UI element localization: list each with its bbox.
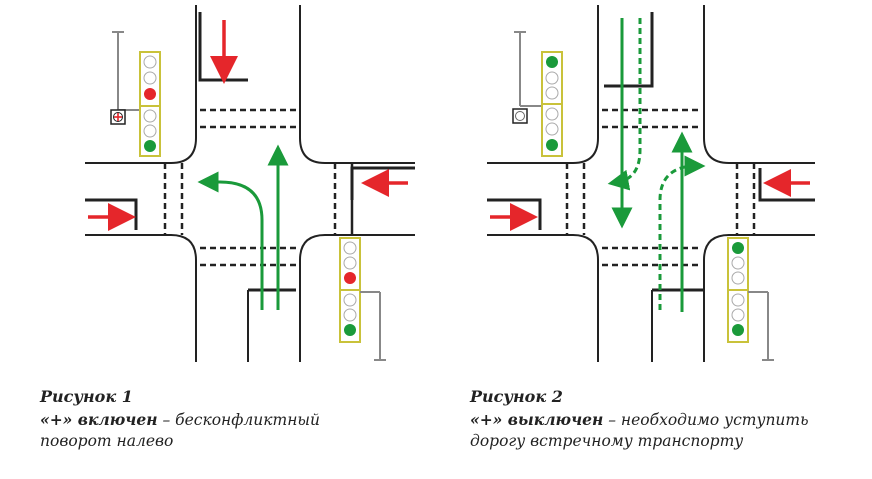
figure-1-intersection — [85, 5, 415, 362]
road-edges — [487, 5, 815, 362]
traffic-light-south — [339, 237, 386, 361]
figure-2-desc-1: необходимо уступить — [620, 411, 809, 429]
figure-1-status: «+» включен — [40, 410, 158, 429]
figure-2-desc-2: дорогу встречному транспорту — [470, 432, 744, 450]
figure-2-line1: «+» выключен – необходимо уступить — [470, 409, 870, 431]
road-edges — [85, 5, 415, 362]
figure-1-caption: Рисунок 1 «+» включен – бесконфликтный п… — [40, 386, 420, 452]
green-arrow-left-turn — [197, 171, 264, 310]
figure-1-line1: «+» включен – бесконфликтный — [40, 409, 420, 431]
figure-1-dash: – — [157, 411, 176, 429]
lane-separators — [487, 12, 815, 362]
figure-1-desc-1: бесконфликтный — [175, 411, 321, 429]
crosswalks — [565, 108, 756, 267]
figure-1-title: Рисунок 1 — [40, 387, 133, 406]
traffic-light-north — [512, 31, 563, 157]
green-arrow-yield-left — [658, 155, 706, 310]
figure-2-dash: – — [603, 411, 621, 429]
crosswalks — [163, 108, 354, 267]
figure-2-intersection — [487, 5, 815, 362]
figure-2-caption: Рисунок 2 «+» выключен – необходимо усту… — [470, 386, 870, 452]
traffic-light-south — [727, 237, 774, 361]
green-arrow-oncoming-left — [607, 18, 642, 191]
figure-1-desc-2: поворот налево — [40, 432, 174, 450]
intersection-diagrams — [85, 5, 815, 362]
lane-separators — [85, 12, 415, 362]
plus-icon — [110, 109, 126, 125]
circle-icon — [512, 108, 528, 124]
traffic-light-north — [110, 31, 161, 157]
figure-2-title: Рисунок 2 — [470, 387, 563, 406]
figure-2-status: «+» выключен — [470, 410, 604, 429]
